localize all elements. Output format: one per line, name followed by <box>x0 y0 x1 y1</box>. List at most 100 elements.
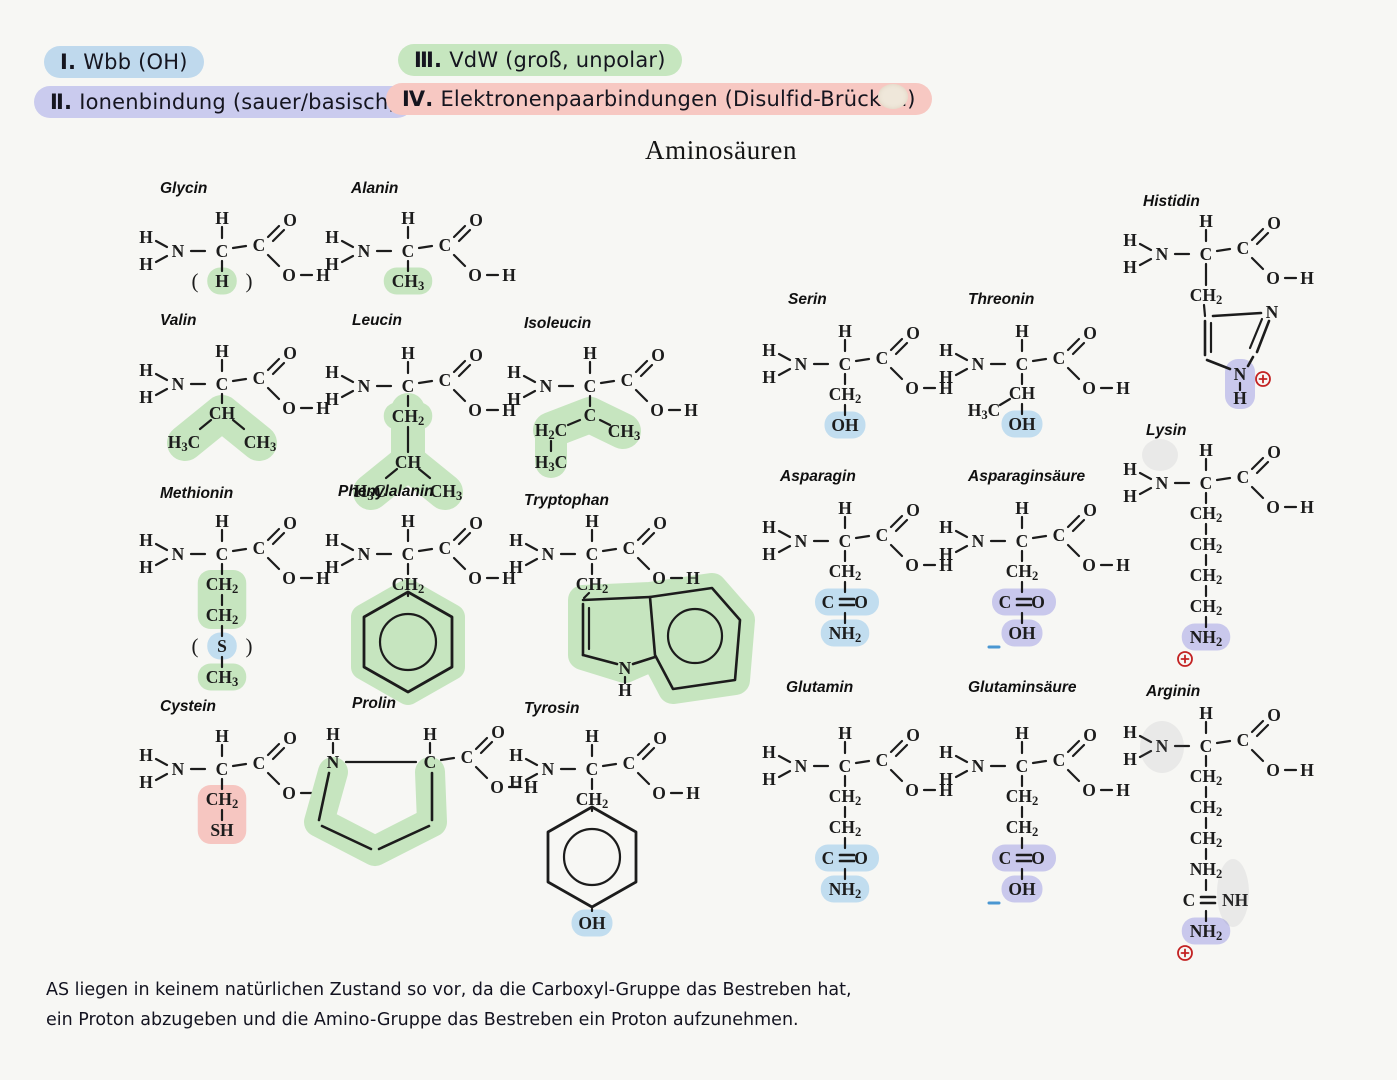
atom-label: C <box>216 544 229 564</box>
atom-label: C <box>876 348 889 368</box>
atom-label: H <box>939 780 953 800</box>
atom-label: C <box>1200 473 1213 493</box>
bond <box>340 374 355 384</box>
atom-label: O <box>652 568 666 588</box>
atom-label: C <box>621 370 634 390</box>
atom-label: H <box>509 772 523 792</box>
atom-label: O <box>283 513 297 533</box>
bond <box>1202 303 1207 318</box>
aminoacid-name: Threonin <box>968 291 1034 308</box>
atom-label: H <box>585 511 599 531</box>
atom-label: C <box>253 368 266 388</box>
bond <box>777 544 792 554</box>
atom-label: O <box>1082 378 1096 398</box>
atom-label: H <box>762 769 776 789</box>
atom-label: C <box>839 531 852 551</box>
atom-label: H <box>325 557 339 577</box>
legend-numeral: Ⅰ. <box>60 50 77 74</box>
atom-label: CH3 <box>608 421 641 443</box>
atom-label: H <box>1123 230 1137 250</box>
atom-label: N <box>1156 473 1169 493</box>
bond <box>266 771 281 786</box>
atom-label: C <box>1237 730 1250 750</box>
bond <box>854 357 871 363</box>
bond <box>317 771 331 822</box>
atom-label: H <box>502 568 516 588</box>
atom-label: H2C <box>535 420 568 442</box>
atom-label: H <box>502 265 516 285</box>
atom-label: H <box>139 772 153 792</box>
aminoacid-name: Arginin <box>1145 683 1200 700</box>
aminoacid-name: Phenylalanin <box>338 483 434 500</box>
bond <box>452 556 467 571</box>
atom-label: O <box>906 323 920 343</box>
bond <box>889 768 904 783</box>
highlight <box>820 875 870 903</box>
atom-label: H <box>1233 388 1247 408</box>
atom-label: OH <box>578 913 606 933</box>
bond <box>581 595 652 602</box>
highlight <box>383 267 433 295</box>
bond <box>1031 759 1048 765</box>
atom-label: O <box>854 848 868 868</box>
atom-label: O <box>1266 497 1280 517</box>
atom-label: H <box>316 568 330 588</box>
atom-label: H <box>215 341 229 361</box>
highlight-layer <box>304 757 447 866</box>
highlight-layer <box>383 267 433 295</box>
atom-label: CH <box>209 403 236 423</box>
atom-label: O <box>469 210 483 230</box>
footnote-line-2: ein Proton abzugeben und die Amino-Grupp… <box>46 1010 799 1030</box>
highlight-layer <box>815 844 879 903</box>
highlight-layer <box>568 573 755 704</box>
atom-label: H <box>215 271 229 291</box>
bond <box>599 379 616 385</box>
atom-label: H <box>139 745 153 765</box>
bond <box>894 341 909 356</box>
atom-label: C <box>439 538 452 558</box>
bond <box>271 531 286 546</box>
bond <box>452 224 467 239</box>
bond <box>777 769 792 779</box>
atom-label: H <box>401 511 415 531</box>
atom-label: O <box>282 568 296 588</box>
atom-label: O <box>1031 592 1045 612</box>
bond <box>522 374 537 384</box>
bond <box>634 359 649 374</box>
highlight <box>992 844 1056 872</box>
atom-label: C <box>253 538 266 558</box>
bond <box>340 254 355 264</box>
atom-label: H <box>939 555 953 575</box>
aminoacid-name: Asparagin <box>779 468 856 485</box>
atom-label: H <box>939 340 953 360</box>
atom-label: C <box>1183 890 1196 910</box>
atom-label: O <box>1266 268 1280 288</box>
legend-text: VdW (groß, unpolar) <box>449 48 666 72</box>
highlight <box>571 909 613 937</box>
atom-label: O <box>1082 555 1096 575</box>
bond <box>1250 748 1265 763</box>
bond <box>1066 739 1081 754</box>
aminoacid-name: Glycin <box>160 180 207 197</box>
atom-label: H <box>325 254 339 274</box>
legend-item-vdw: Ⅲ.VdW (groß, unpolar) <box>398 44 682 76</box>
legend-item-wbb: Ⅰ.Wbb (OH) <box>44 46 204 78</box>
aminoacid-name: Tryptophan <box>524 492 609 509</box>
aminoacid-name: Tyrosin <box>524 700 579 717</box>
atom-label: CH3 <box>392 271 425 293</box>
atom-label: H <box>762 544 776 564</box>
atom-label: H <box>838 321 852 341</box>
bond <box>1255 231 1270 246</box>
atom-label: O <box>854 592 868 612</box>
atom-label: H <box>1123 459 1137 479</box>
legend-numeral: Ⅲ. <box>414 48 443 72</box>
